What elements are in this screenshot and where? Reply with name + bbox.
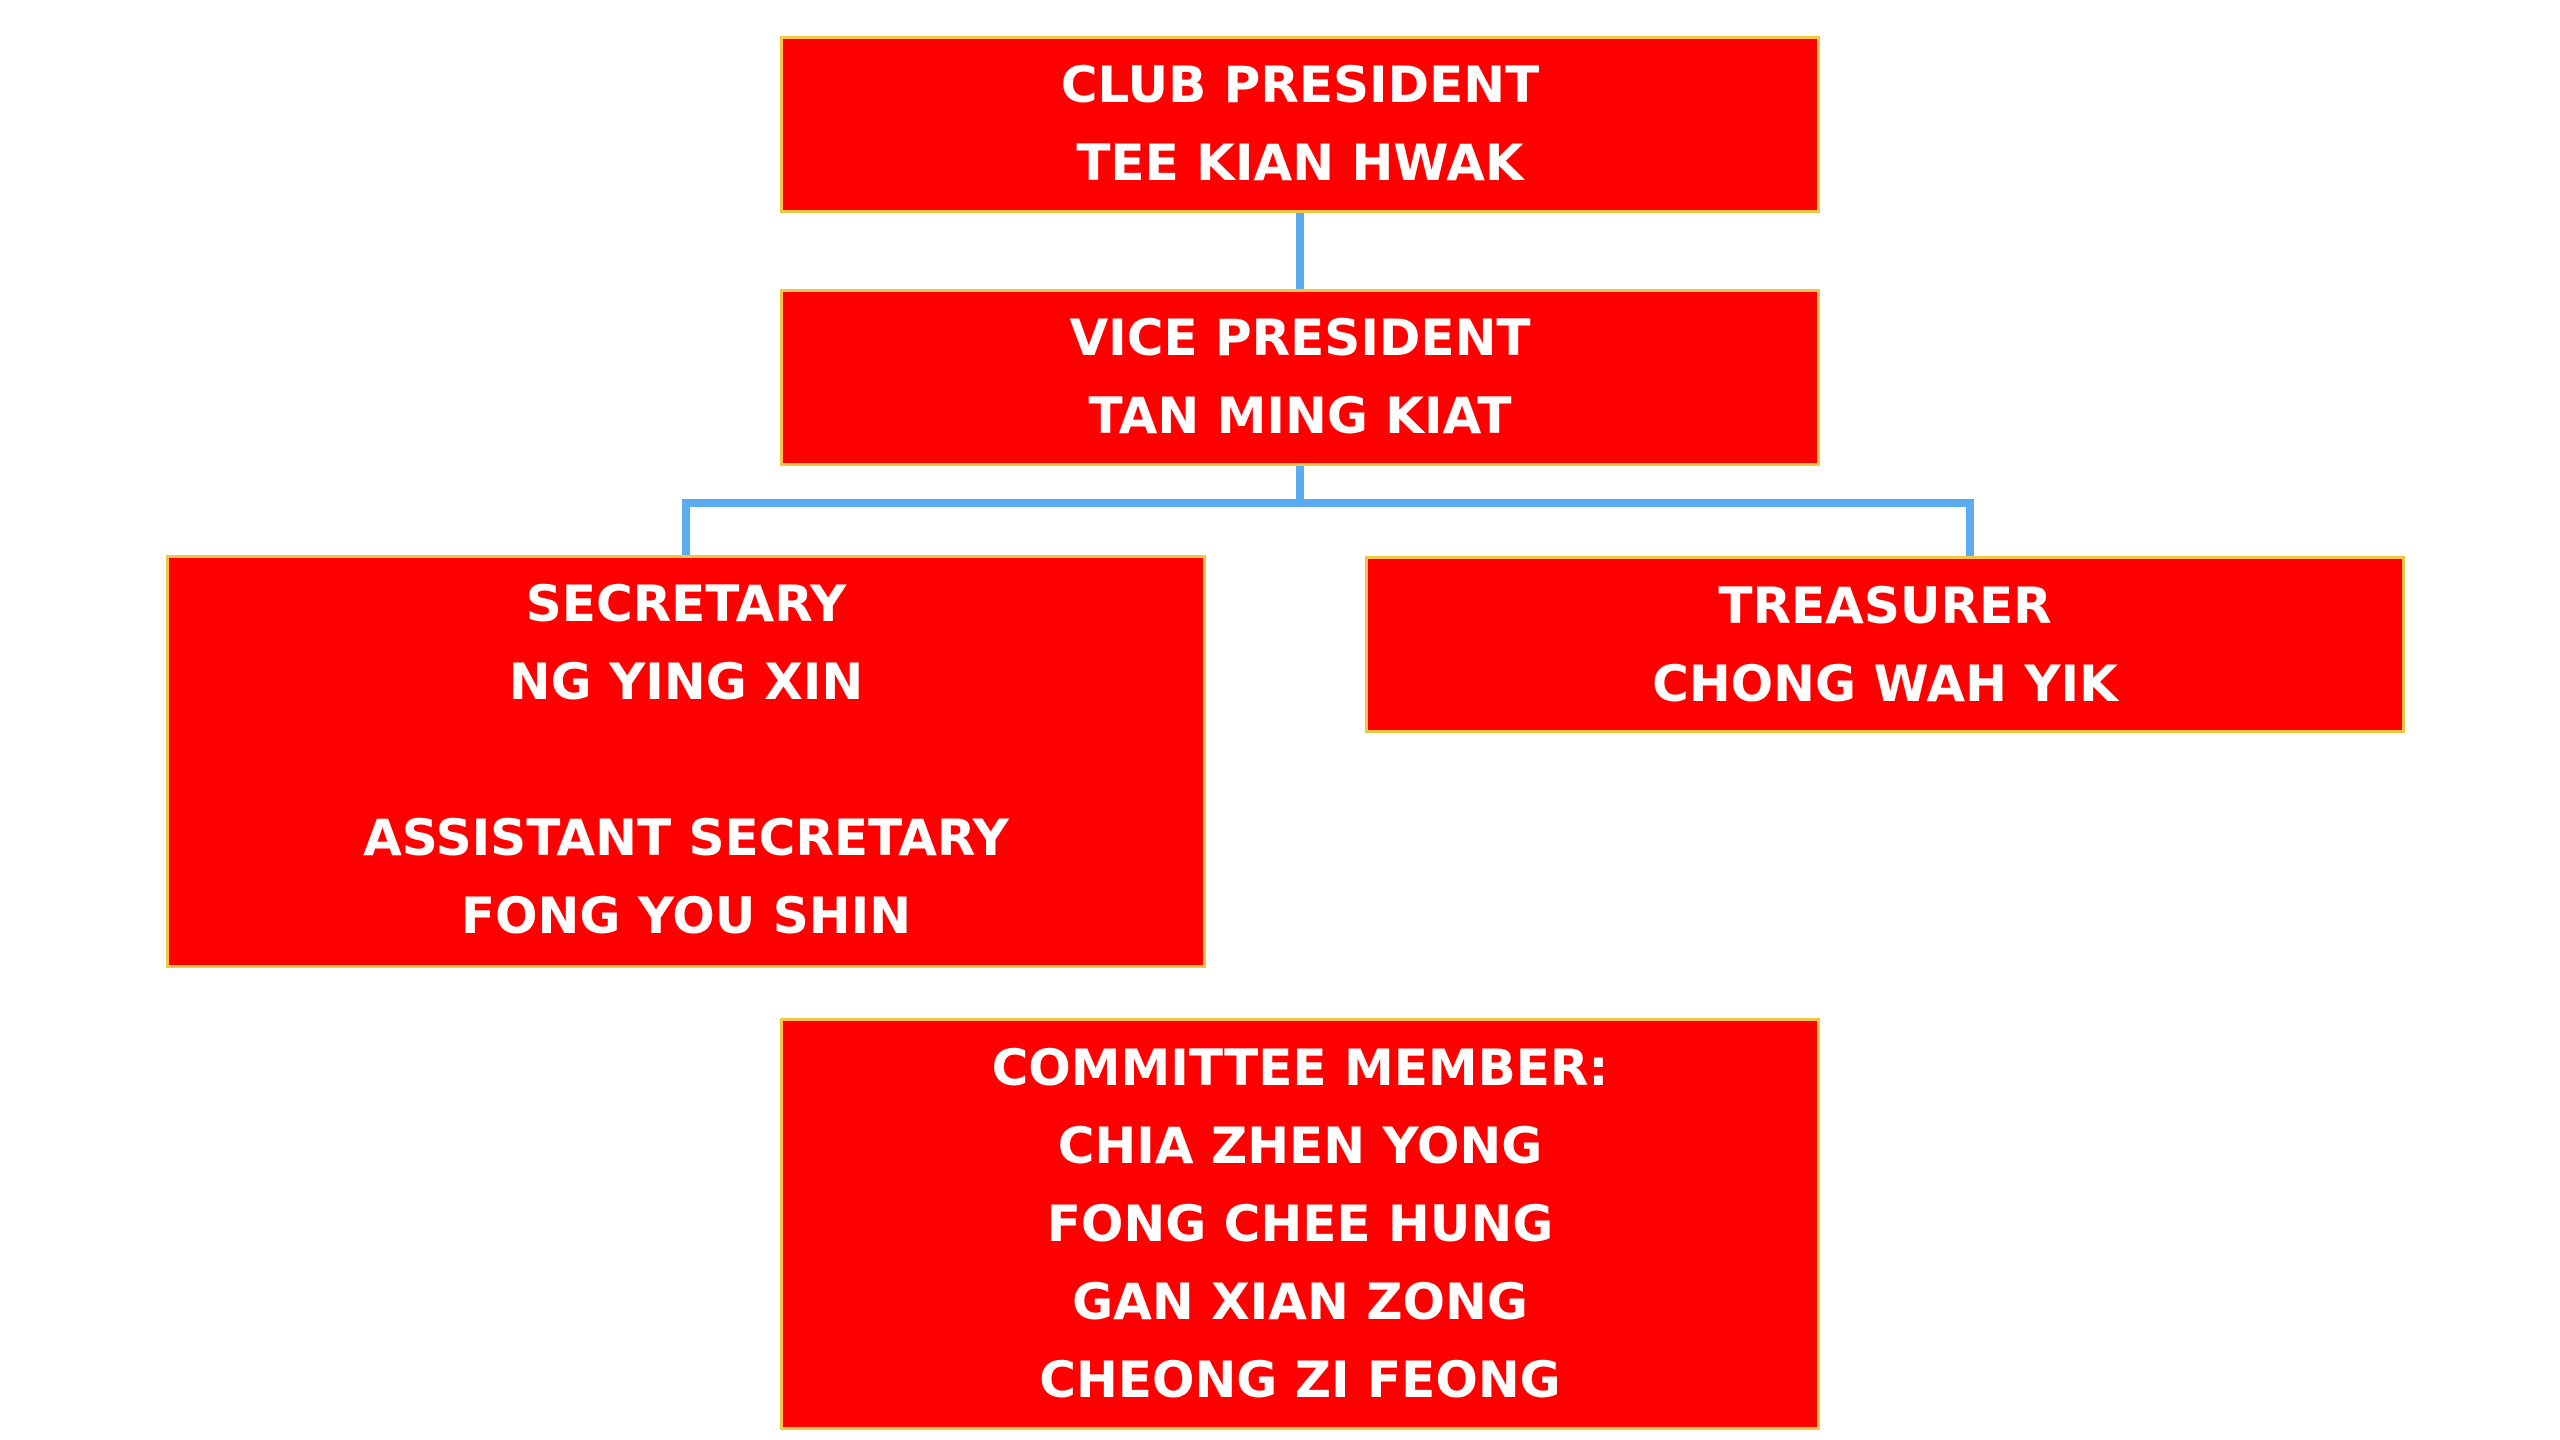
committee-member: CHIA ZHEN YONG <box>1057 1117 1543 1175</box>
president-name: TEE KIAN HWAK <box>1076 134 1524 192</box>
committee-box: COMMITTEE MEMBER: CHIA ZHEN YONG FONG CH… <box>780 1018 1820 1430</box>
assistant-secretary-role: ASSISTANT SECRETARY <box>363 809 1009 867</box>
secretary-box: SECRETARY NG YING XIN ASSISTANT SECRETAR… <box>166 555 1206 968</box>
treasurer-role: TREASURER <box>1718 577 2052 635</box>
vice-president-box: VICE PRESIDENT TAN MING KIAT <box>780 289 1820 466</box>
treasurer-name: CHONG WAH YIK <box>1652 655 2118 713</box>
assistant-secretary-name: FONG YOU SHIN <box>460 887 912 945</box>
committee-member: GAN XIAN ZONG <box>1072 1273 1528 1331</box>
secretary-name: NG YING XIN <box>508 653 864 711</box>
secretary-role: SECRETARY <box>525 575 847 633</box>
committee-role: COMMITTEE MEMBER: <box>991 1039 1609 1097</box>
treasurer-box: TREASURER CHONG WAH YIK <box>1365 556 2405 733</box>
president-role: CLUB PRESIDENT <box>1060 56 1540 114</box>
vice-president-role: VICE PRESIDENT <box>1069 309 1531 367</box>
committee-member: CHEONG ZI FEONG <box>1039 1351 1561 1409</box>
president-box: CLUB PRESIDENT TEE KIAN HWAK <box>780 36 1820 213</box>
vice-president-name: TAN MING KIAT <box>1088 387 1512 445</box>
committee-member: FONG CHEE HUNG <box>1046 1195 1554 1253</box>
